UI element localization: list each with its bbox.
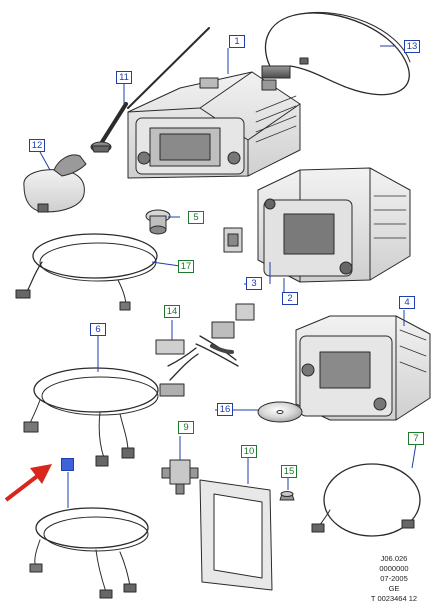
reference-line-2: 0000000 bbox=[379, 564, 409, 573]
callout-9: 9 bbox=[178, 421, 194, 434]
reference-code-block: J06.026 0000000 07-2005 GE T 0023464 12 bbox=[354, 554, 434, 604]
cable-harness-bottom bbox=[29, 507, 149, 599]
callout-12: 12 bbox=[29, 139, 45, 152]
callout-2: 2 bbox=[282, 292, 298, 305]
cd-radio-unit bbox=[295, 315, 431, 421]
callout-15: 15 bbox=[281, 465, 297, 478]
callout-10: 10 bbox=[241, 445, 257, 458]
gps-antenna-puck bbox=[23, 154, 87, 213]
callout-3: 3 bbox=[246, 277, 262, 290]
pointer-arrow bbox=[4, 464, 52, 502]
trim-frame bbox=[199, 479, 273, 591]
reference-line-5: T 0023464 12 bbox=[370, 594, 418, 603]
callout-16: 16 bbox=[217, 403, 233, 416]
small-clip bbox=[279, 491, 295, 501]
reference-line-3: 07-2005 bbox=[380, 574, 408, 583]
cd-disc bbox=[257, 401, 303, 423]
callout-8 bbox=[61, 458, 74, 471]
leader-lines bbox=[39, 45, 417, 508]
callout-1: 1 bbox=[229, 35, 245, 48]
mounting-clips bbox=[223, 227, 243, 253]
callout-13: 13 bbox=[404, 40, 420, 53]
rod-antenna bbox=[90, 27, 210, 153]
callout-11: 11 bbox=[116, 71, 132, 84]
callout-5: 5 bbox=[188, 211, 204, 224]
antenna-splitter bbox=[161, 459, 199, 495]
callout-4: 4 bbox=[399, 296, 415, 309]
gps-antenna-cable bbox=[261, 11, 411, 96]
callout-14: 14 bbox=[164, 305, 180, 318]
navigation-head-unit bbox=[257, 167, 411, 283]
callout-7: 7 bbox=[408, 432, 424, 445]
reference-line-1: J06.026 bbox=[380, 554, 408, 563]
cable-loop bbox=[15, 233, 158, 311]
reference-line-4: GE bbox=[388, 584, 400, 593]
antenna-cable-loop bbox=[23, 367, 159, 467]
cable-loop-right bbox=[311, 463, 421, 537]
callout-17: 17 bbox=[178, 260, 194, 273]
callout-6: 6 bbox=[90, 323, 106, 336]
knob-part bbox=[145, 209, 171, 235]
wiring-harness bbox=[155, 303, 255, 397]
radio-head-unit-rear bbox=[127, 71, 301, 179]
